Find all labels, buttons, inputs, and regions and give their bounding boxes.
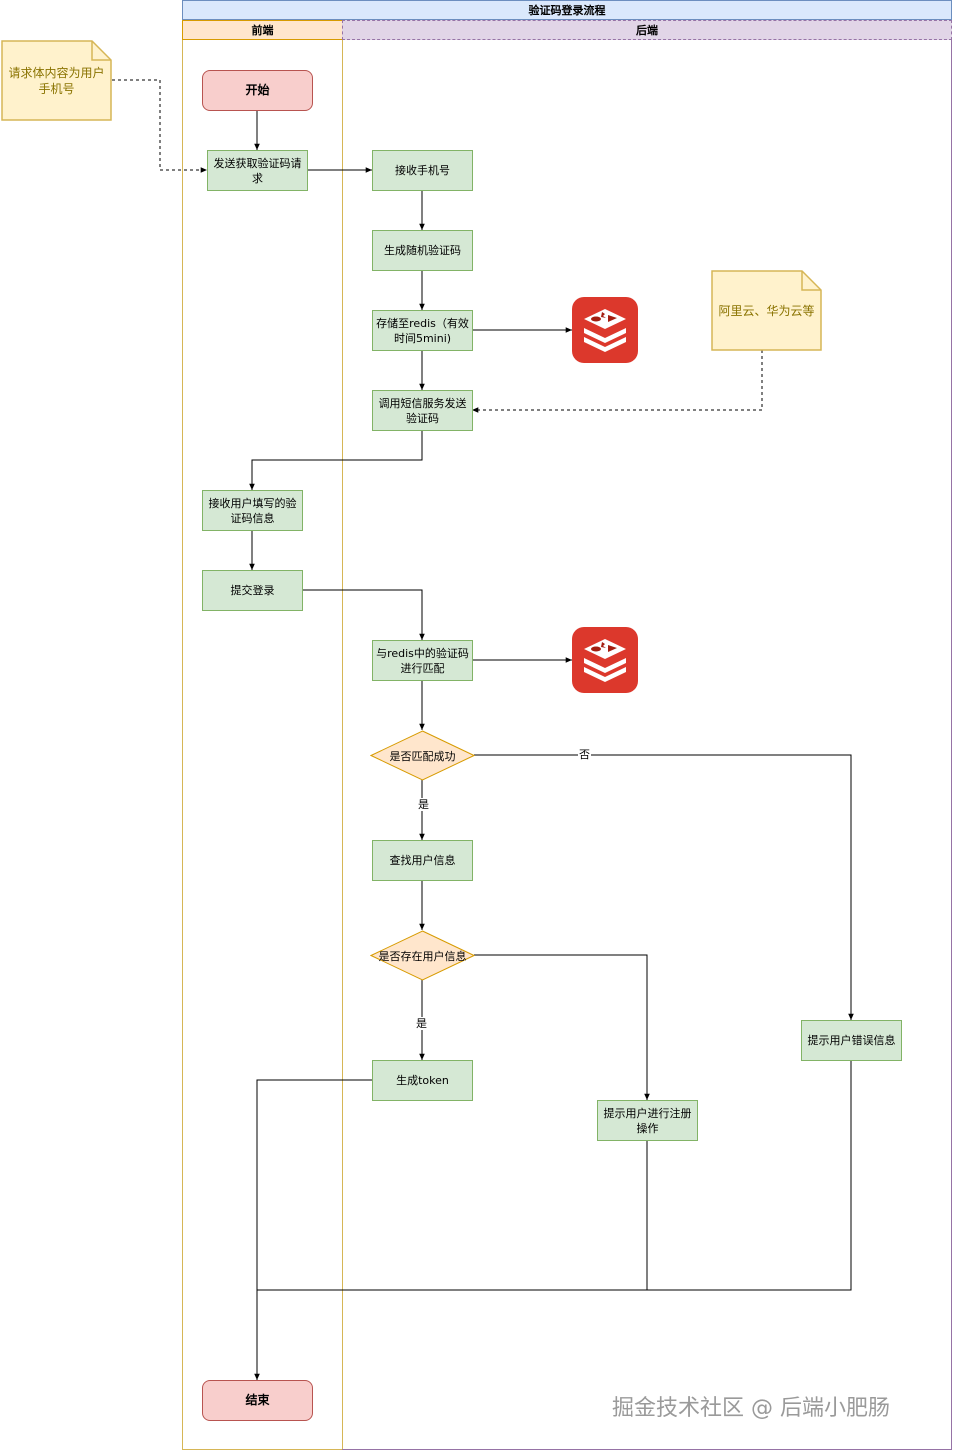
note-shape <box>1 40 112 121</box>
edge-provider-to-sms <box>472 350 763 413</box>
edge-register-to-end <box>257 1140 648 1291</box>
edge-decision-no <box>474 754 854 1020</box>
node-prompt-register: 提示用户进行注册操作 <box>597 1100 698 1141</box>
note-sms-provider-text: 阿里云、华为云等 <box>718 303 815 318</box>
node-generate-token: 生成token <box>372 1060 473 1101</box>
edge-submit-to-match <box>302 589 425 640</box>
note-request-body-text: 请求体内容为用户手机号 <box>8 65 105 96</box>
decision-shape <box>370 730 475 781</box>
node-store-redis: 存储至redis（有效时间5mini) <box>372 310 473 351</box>
edge-label-yes: 是 <box>417 798 430 811</box>
node-call-sms: 调用短信服务发送验证码 <box>372 390 473 431</box>
edge-sms-to-receive-code <box>249 430 423 490</box>
node-receive-user-code: 接收用户填写的验证码信息 <box>202 490 303 531</box>
note-request-body: 请求体内容为用户手机号 <box>1 40 112 121</box>
decision-shape <box>370 930 475 981</box>
node-submit-login: 提交登录 <box>202 570 303 611</box>
node-start: 开始 <box>202 70 313 111</box>
node-receive-phone: 接收手机号 <box>372 150 473 191</box>
pool-title: 验证码登录流程 <box>182 0 952 20</box>
decision-match-success: 是否匹配成功 <box>370 730 475 781</box>
decision-match-success-text: 是否匹配成功 <box>389 749 456 763</box>
edge-note-to-send <box>112 79 207 173</box>
edge-label-no: 否 <box>578 748 591 761</box>
decision-user-exists-text: 是否存在用户信息 <box>378 949 467 963</box>
note-shape <box>711 270 822 351</box>
lane-front <box>182 40 343 1450</box>
edge-exists-no <box>474 954 650 1100</box>
redis-icon <box>572 627 638 693</box>
node-send-code-request: 发送获取验证码请求 <box>207 150 308 191</box>
note-sms-provider: 阿里云、华为云等 <box>711 270 822 351</box>
redis-icon <box>572 297 638 363</box>
node-match-redis: 与redis中的验证码进行匹配 <box>372 640 473 681</box>
lane-back <box>342 40 952 1450</box>
edge-token-to-end <box>254 1079 372 1380</box>
decision-user-exists: 是否存在用户信息 <box>370 930 475 981</box>
node-end: 结束 <box>202 1380 313 1421</box>
node-prompt-error: 提示用户错误信息 <box>801 1020 902 1061</box>
node-find-user: 查找用户信息 <box>372 840 473 881</box>
lane-header-back: 后端 <box>342 20 952 40</box>
watermark: 掘金技术社区 @ 后端小肥肠 <box>612 1396 890 1421</box>
edge-error-to-end <box>647 1060 852 1291</box>
lane-header-front: 前端 <box>182 20 343 40</box>
edge-label-yes: 是 <box>415 1017 428 1030</box>
node-generate-code: 生成随机验证码 <box>372 230 473 271</box>
